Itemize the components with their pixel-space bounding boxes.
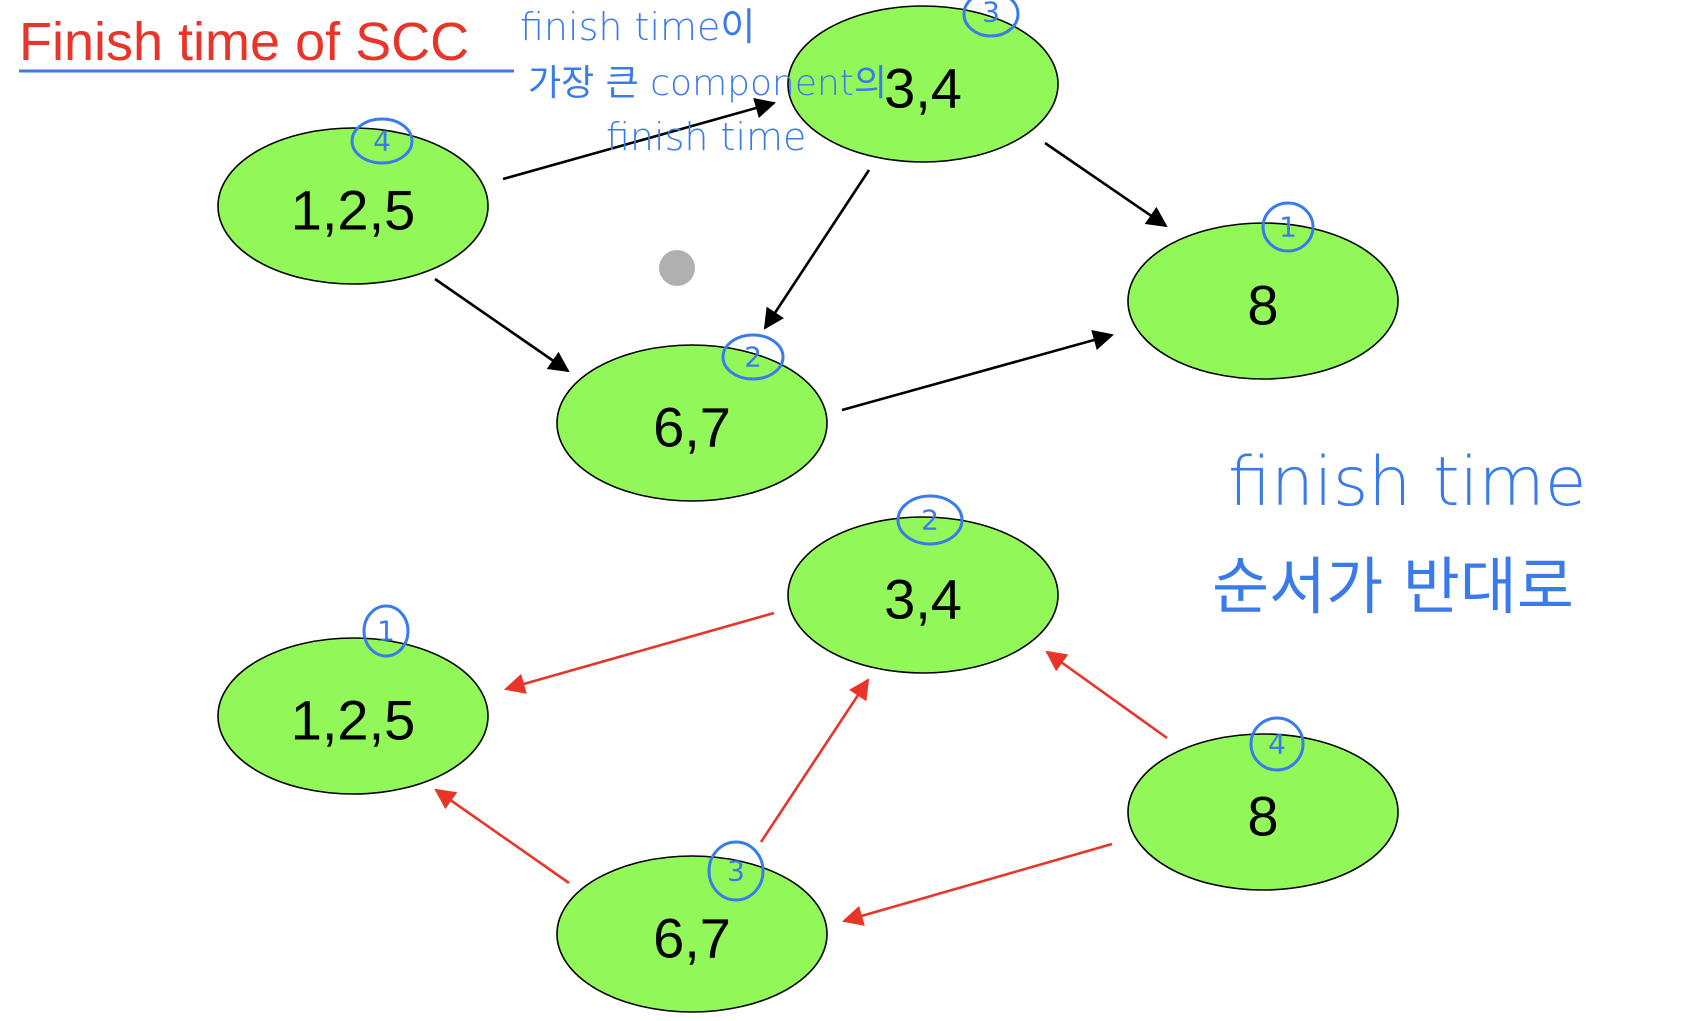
finish-badge: 4 xyxy=(350,117,414,165)
svg-text:3: 3 xyxy=(982,0,1000,29)
note-line: finish time xyxy=(606,115,806,159)
note-line: 순서가 반대로 xyxy=(1212,550,1574,623)
edge-125-to-67 xyxy=(434,277,570,373)
node-8-bottom: 8 xyxy=(1127,733,1399,891)
edge-67-to-34 xyxy=(759,678,870,843)
svg-text:8: 8 xyxy=(1247,785,1278,848)
finish-badge: 4 xyxy=(1249,716,1305,772)
edge-34-to-8 xyxy=(1044,141,1168,228)
edge-34-to-125 xyxy=(503,611,775,694)
edge-34-to-67 xyxy=(763,169,871,330)
node-67-bottom: 6,7 xyxy=(556,855,828,1013)
node-125-bottom: 1,2,5 xyxy=(217,637,489,795)
svg-text:1: 1 xyxy=(377,615,395,648)
node-34-top: 3,4 xyxy=(787,5,1059,163)
finish-badge: 3 xyxy=(962,0,1020,38)
finish-badge: 2 xyxy=(721,333,785,381)
svg-text:8: 8 xyxy=(1247,274,1278,337)
node-8-top: 8 xyxy=(1127,222,1399,380)
node-125-top: 1,2,5 xyxy=(217,127,489,285)
svg-text:3,4: 3,4 xyxy=(884,57,962,120)
finish-badge: 1 xyxy=(362,604,410,658)
note-line: 가장 큰 component의 xyxy=(528,63,887,104)
note-line: finish time이 xyxy=(520,5,755,49)
node-67-top: 6,7 xyxy=(556,344,828,502)
svg-text:3: 3 xyxy=(727,855,745,888)
edge-8-to-34 xyxy=(1045,650,1168,740)
page-title: Finish time of SCC xyxy=(19,12,469,72)
svg-text:6,7: 6,7 xyxy=(653,907,731,970)
svg-text:1: 1 xyxy=(1279,211,1297,244)
svg-text:3,4: 3,4 xyxy=(884,568,962,631)
note-line: finish time xyxy=(1228,443,1587,522)
edge-67-to-125 xyxy=(434,788,570,885)
edge-125-to-34 xyxy=(502,98,777,181)
svg-text:2: 2 xyxy=(921,504,939,537)
finish-badge: 2 xyxy=(896,494,964,546)
finish-badge: 1 xyxy=(1261,201,1315,253)
node-34-bottom: 3,4 xyxy=(787,516,1059,674)
svg-text:1,2,5: 1,2,5 xyxy=(291,689,416,752)
pointer-dot xyxy=(659,250,695,286)
svg-text:4: 4 xyxy=(373,125,391,158)
svg-text:4: 4 xyxy=(1268,728,1286,761)
svg-text:2: 2 xyxy=(744,341,762,374)
finish-badge: 3 xyxy=(707,840,765,902)
edge-8-to-67 xyxy=(842,842,1113,926)
svg-text:6,7: 6,7 xyxy=(653,396,731,459)
svg-text:1,2,5: 1,2,5 xyxy=(291,179,416,242)
edge-67-to-8 xyxy=(841,329,1115,412)
